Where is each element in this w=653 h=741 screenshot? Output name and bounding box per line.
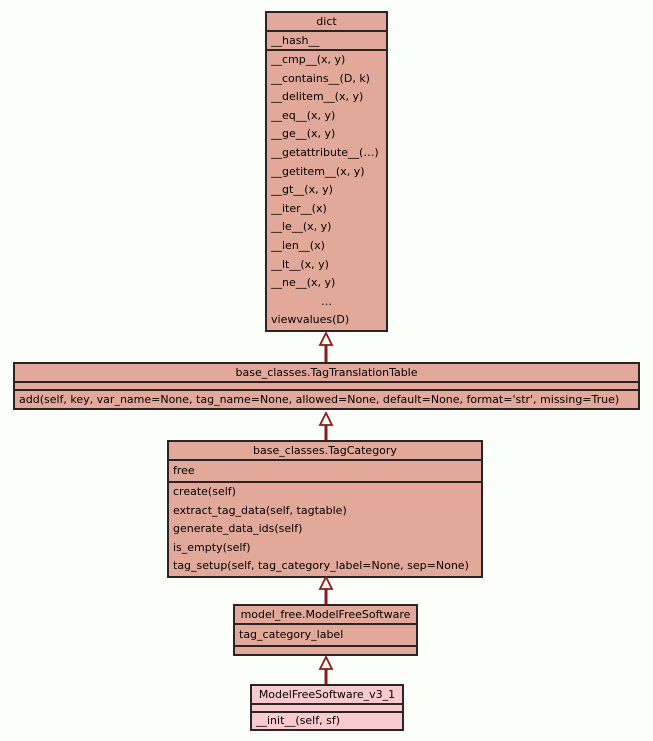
method: add(self, key, var_name=None, tag_name=N… <box>19 393 620 406</box>
method: is_empty(self) <box>173 540 251 554</box>
class-title: base_classes.TagCategory <box>253 444 397 457</box>
attributes-compartment-empty <box>15 381 638 389</box>
class-box-modelfreesoftware-v3-1: ModelFreeSoftware_v3_1 __init__(self, sf… <box>250 684 404 731</box>
method: tag_setup(self, tag_category_label=None,… <box>173 559 469 573</box>
attribute: free <box>173 464 195 477</box>
class-title: dict <box>316 15 337 28</box>
methods-compartment: __cmp__(x, y) __contains__(D, k) __delit… <box>267 49 386 330</box>
class-box-dict: dict __hash__ __cmp__(x, y) __contains__… <box>265 11 388 332</box>
method: __lt__(x, y) <box>271 257 329 271</box>
class-box-modelfreesoftware: model_free.ModelFreeSoftware tag_categor… <box>233 604 418 656</box>
class-title: base_classes.TagTranslationTable <box>235 366 418 379</box>
inheritance-arrow <box>318 412 334 440</box>
methods-compartment: create(self) extract_tag_data(self, tagt… <box>169 481 481 576</box>
inheritance-arrow <box>318 332 334 362</box>
method: create(self) <box>173 485 236 498</box>
inheritance-arrow <box>318 576 334 604</box>
method: generate_data_ids(self) <box>173 522 303 536</box>
attributes-compartment-empty <box>252 703 402 711</box>
attributes-compartment: tag_category_label <box>235 623 416 645</box>
attribute: tag_category_label <box>239 628 344 641</box>
method: __delitem__(x, y) <box>271 90 364 104</box>
class-box-tagtranslationtable: base_classes.TagTranslationTable add(sel… <box>13 362 640 410</box>
method: __iter__(x) <box>271 201 327 215</box>
class-title: model_free.ModelFreeSoftware <box>240 608 411 621</box>
method: __ge__(x, y) <box>271 127 336 141</box>
method: __contains__(D, k) <box>271 71 370 85</box>
method: __cmp__(x, y) <box>271 53 346 66</box>
method: extract_tag_data(self, tagtable) <box>173 503 347 517</box>
inheritance-arrow <box>318 656 334 684</box>
method: __init__(self, sf) <box>256 714 341 727</box>
method: __eq__(x, y) <box>271 108 336 122</box>
method: viewvalues(D) <box>271 313 350 327</box>
attribute: __hash__ <box>271 34 320 47</box>
method: __le__(x, y) <box>271 220 332 234</box>
methods-compartment: __init__(self, sf) <box>252 711 402 729</box>
method: __getattribute__(…) <box>271 145 379 159</box>
method-ellipsis: … <box>321 294 332 308</box>
attributes-compartment: free <box>169 459 481 481</box>
method: __ne__(x, y) <box>271 276 336 290</box>
class-box-tagcategory: base_classes.TagCategory free create(sel… <box>167 440 483 578</box>
methods-compartment-empty <box>235 645 416 654</box>
methods-compartment: add(self, key, var_name=None, tag_name=N… <box>15 389 638 408</box>
method: __len__(x) <box>271 238 325 252</box>
method: __getitem__(x, y) <box>271 164 365 178</box>
method: __gt__(x, y) <box>271 183 333 197</box>
attributes-compartment: __hash__ <box>267 30 386 49</box>
class-title: ModelFreeSoftware_v3_1 <box>258 688 396 701</box>
